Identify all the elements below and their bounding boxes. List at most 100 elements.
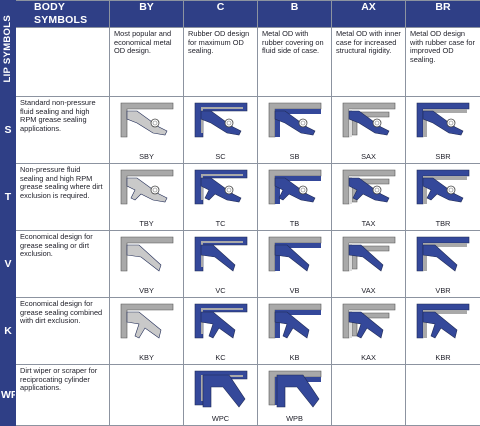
body-symbol-ax: AX [332,1,406,28]
seal-profile-icon [115,231,179,279]
seal-cell-wpb: WPB [258,365,332,426]
seal-code: KB [258,353,331,362]
seal-lip-shape [275,245,309,271]
seal-profile-icon [263,164,327,212]
seal-cell-kc: KC [184,298,258,365]
seal-lip-shape [201,178,241,202]
seal-cell-vbr: VBR [406,231,480,298]
seal-code: KBY [110,353,183,362]
empty-cell [332,365,406,426]
lip-desc-k: Economical design for grease sealing com… [16,298,110,365]
seal-cell-sbr: SBR [406,97,480,164]
seal-code: SBY [110,152,183,161]
garter-spring-shape [299,186,307,194]
lip-symbol-s: S [1,97,16,164]
seal-code: VB [258,286,331,295]
seal-profile-icon [263,231,327,279]
seal-lip-shape [423,111,463,135]
seal-cell-tc: TC [184,164,258,231]
seal-profile-icon [411,97,475,145]
seal-code: VBY [110,286,183,295]
seal-profile-icon [189,231,253,279]
seal-lip-shape [201,111,241,135]
seal-code: WPB [258,414,331,423]
seal-lip-shape [423,245,457,271]
garter-spring-shape [151,119,159,127]
seal-cell-tby: TBY [110,164,184,231]
garter-spring-shape [225,119,233,127]
lip-symbols-label: LIP SYMBOLS [1,15,15,83]
seal-lip-shape [275,111,315,135]
seal-code: SB [258,152,331,161]
body-desc-ax: Metal OD with inner case for increased s… [332,28,406,97]
seal-cell-tax: TAX [332,164,406,231]
seal-profile-icon [115,97,179,145]
body-symbols-header: BODY SYMBOLS [16,1,110,28]
garter-spring-shape [373,119,381,127]
seal-lip-shape [275,178,315,202]
seal-code: SBR [406,152,480,161]
seal-code: KBR [406,353,480,362]
body-desc-row: Most popular and economical metal OD des… [1,28,480,97]
seal-code: KC [184,353,257,362]
body-symbol-by: BY [110,1,184,28]
seal-code: TAX [332,219,405,228]
body-desc-c: Rubber OD design for maximum OD sealing. [184,28,258,97]
body-symbol-b: B [258,1,332,28]
seal-lip-shape [423,178,463,202]
seal-cell-kby: KBY [110,298,184,365]
body-symbol-c: C [184,1,258,28]
seal-code: KAX [332,353,405,362]
body-desc-b: Metal OD with rubber covering on fluid s… [258,28,332,97]
seal-profile-icon [411,298,475,346]
seal-cell-vax: VAX [332,231,406,298]
seal-code: TBR [406,219,480,228]
seal-lip-shape [127,245,161,271]
seal-profile-icon [189,365,253,413]
seal-profile-icon [337,298,401,346]
seal-profile-icon [115,164,179,212]
empty-cell [110,365,184,426]
seal-profile-icon [263,97,327,145]
seal-lip-shape [201,312,235,338]
seal-cell-tb: TB [258,164,332,231]
lip-symbol-v: V [1,231,16,298]
garter-spring-shape [373,186,381,194]
seal-lip-shape [201,245,235,271]
body-desc-br: Metal OD design with rubber case for imp… [406,28,480,97]
seal-profile-icon [411,231,475,279]
seal-profile-icon [411,164,475,212]
seal-lip-shape [127,312,161,338]
seal-profile-icon [337,231,401,279]
seal-cell-sby: SBY [110,97,184,164]
seal-code: VAX [332,286,405,295]
seal-code: VBR [406,286,480,295]
seal-lip-shape [275,312,309,338]
lip-symbol-t: T [1,164,16,231]
garter-spring-shape [299,119,307,127]
seal-profile-icon [263,365,327,413]
seal-cell-sax: SAX [332,97,406,164]
seal-lip-shape [127,111,167,135]
seal-code: VC [184,286,257,295]
empty-cell [406,365,480,426]
seal-profile-icon [189,97,253,145]
garter-spring-shape [447,119,455,127]
lip-desc-t: Non-pressure fluid sealing and high RPM … [16,164,110,231]
seal-code: WPC [184,414,257,423]
seal-cell-kbr: KBR [406,298,480,365]
seal-cell-tbr: TBR [406,164,480,231]
lip-desc-wp: Dirt wiper or scraper for reciprocating … [16,365,110,426]
seal-code: SAX [332,152,405,161]
seal-lip-shape [203,375,245,407]
seal-profile-icon [337,164,401,212]
seal-code: TBY [110,219,183,228]
seal-profile-icon [189,298,253,346]
garter-spring-shape [225,186,233,194]
body-symbol-br: BR [406,1,480,28]
